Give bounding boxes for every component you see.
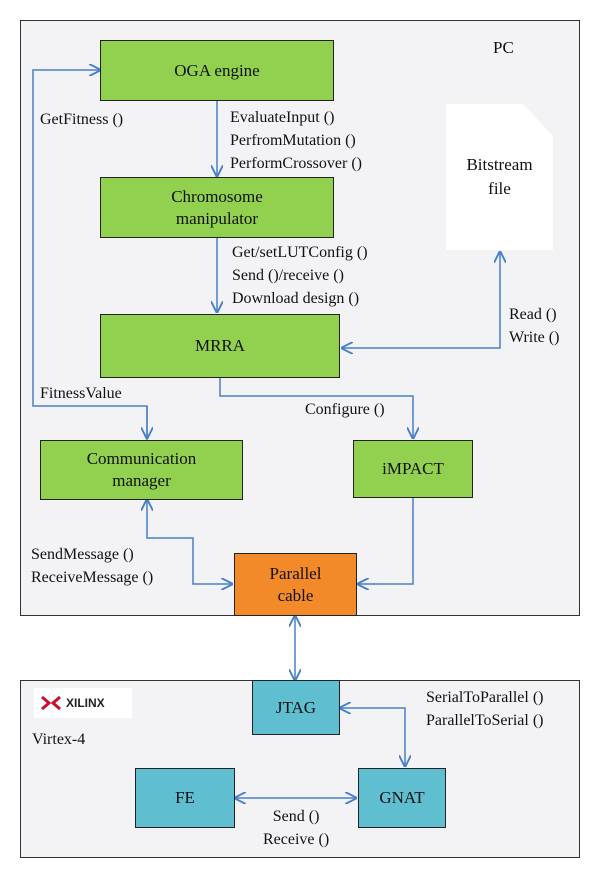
messages-label: SendMessage () ReceiveMessage () [31,543,153,589]
pc-label: PC [493,38,514,57]
send-receive-label: Send ()/receive () [232,267,344,284]
fitness-value-label: FitnessValue [40,385,122,402]
xilinx-logo-text: XILINX [66,696,105,710]
communication-manager-line-1: Communication [86,449,197,468]
arrow-comm-parallel [147,500,232,584]
mrra-label: MRRA [194,336,246,355]
read-label: Read () [509,306,557,323]
send-receive-fpga-label: Send () Receive () [263,805,329,851]
xilinx-logo: XILINX [34,688,132,718]
arrow-mrra-bitstream [342,252,500,348]
send-label: Send () [272,808,320,825]
communication-manager-line-2: manager [112,471,171,490]
bitstream-file-line-1: Bitstream [466,155,533,174]
get-set-lut-config-label: Get/setLUTConfig () [232,244,368,261]
read-write-label: Read () Write () [509,303,559,349]
write-label: Write () [509,329,560,346]
arrow-impact-to-parallel [358,498,414,584]
configure-label: Configure () [305,401,385,418]
communication-manager-box: Communication manager [40,440,243,500]
evaluate-input-label: EvaluateInput () [230,109,335,126]
perform-mutation-label: PerfromMutation () [230,132,356,149]
chromosome-manipulator-line-1: Chromosome [171,186,263,206]
chromosome-manipulator-box: Chromosome manipulator [100,177,334,238]
receive-label: Receive () [263,831,330,848]
gnat-box: GNAT [358,768,446,828]
getfitness-label: GetFitness () [40,111,124,128]
serial-calls-label: SerialToParallel () ParallelToSerial () [426,686,544,732]
send-message-label: SendMessage () [31,546,134,563]
oga-engine-label: OGA engine [174,60,260,80]
chromosome-manipulator-line-2: manipulator [175,208,259,228]
arrow-jtag-gnat [340,708,405,766]
jtag-box: JTAG [252,680,340,735]
fe-label: FE [175,788,195,807]
impact-label: iMPACT [382,459,444,478]
serial-to-parallel-label: SerialToParallel () [426,689,544,706]
perform-crossover-label: PerformCrossover () [230,155,362,172]
parallel-cable-line-2: cable [277,585,314,605]
manipulator-calls-label: Get/setLUTConfig () Send ()/receive () D… [232,241,368,310]
parallel-to-serial-label: ParallelToSerial () [426,712,544,729]
download-design-label: Download design () [232,290,360,307]
mrra-box: MRRA [100,314,340,378]
bitstream-file-line-2: file [488,179,511,198]
parallel-cable-box: Parallel cable [234,553,357,616]
impact-box: iMPACT [353,440,473,498]
oga-calls-label: EvaluateInput () PerfromMutation () Perf… [230,106,362,175]
oga-engine-box: OGA engine [100,40,334,101]
xilinx-mark-icon [41,696,61,710]
jtag-label: JTAG [275,697,317,717]
fpga-label: Virtex-4 [32,731,86,748]
bitstream-file-document: Bitstream file [446,104,553,250]
arrow-mrra-to-impact [219,378,413,438]
fe-box: FE [135,768,235,828]
receive-message-label: ReceiveMessage () [31,569,154,586]
gnat-label: GNAT [379,788,425,807]
parallel-cable-line-1: Parallel [269,563,322,583]
